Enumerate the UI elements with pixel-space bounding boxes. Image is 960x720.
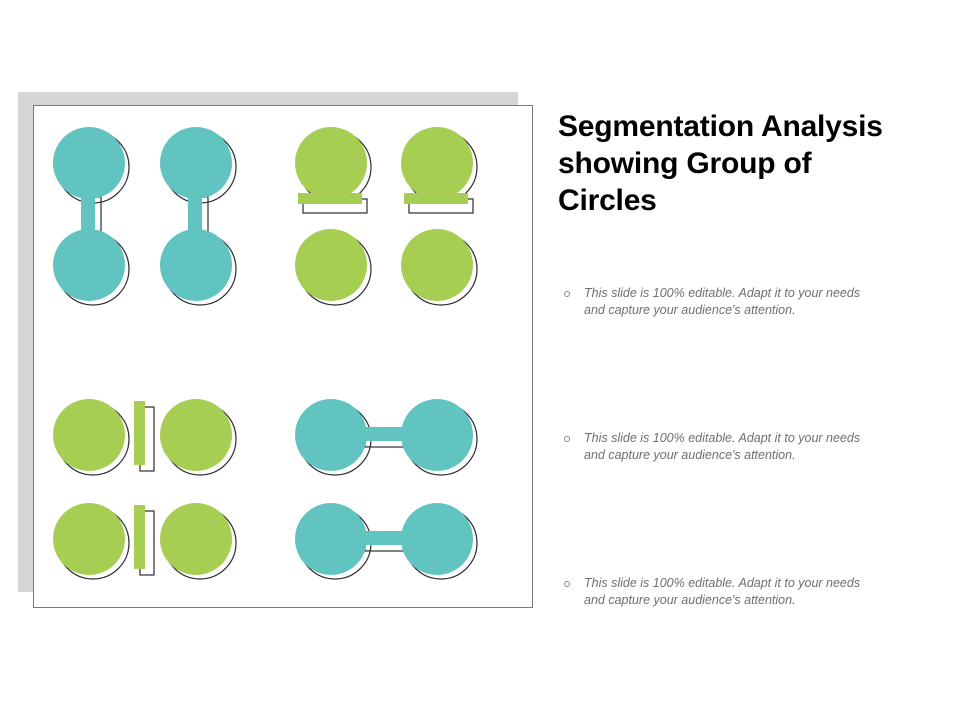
teal-dumbbell-horizontal-2[interactable] (295, 503, 478, 580)
group-of-circles-diagram (53, 127, 478, 580)
green-circle-bar-unit-1[interactable] (295, 127, 372, 306)
list-item: This slide is 100% editable. Adapt it to… (558, 575, 930, 609)
bottom-left-group (53, 399, 237, 580)
green-circle-bar-unit-2[interactable] (401, 127, 478, 306)
top-right-group (295, 127, 478, 306)
bullet-text: This slide is 100% editable. Adapt it to… (584, 286, 861, 317)
circle-bullet-icon (564, 291, 570, 297)
circle-bullet-icon (564, 436, 570, 442)
bullet-text: This slide is 100% editable. Adapt it to… (584, 431, 861, 462)
diagram-panel (18, 92, 538, 620)
bullet-list: This slide is 100% editable. Adapt it to… (558, 285, 930, 609)
teal-dumbbell-horizontal-1[interactable] (295, 399, 478, 476)
teal-dumbbell-vertical-1[interactable] (53, 127, 130, 306)
bullet-text: This slide is 100% editable. Adapt it to… (584, 576, 861, 607)
circle-bullet-icon (564, 581, 570, 587)
list-item: This slide is 100% editable. Adapt it to… (558, 430, 930, 464)
green-circle-vbar-unit-1[interactable] (53, 399, 237, 476)
bottom-right-group (295, 399, 478, 580)
content-column: Segmentation Analysis showing Group of C… (558, 108, 930, 607)
teal-dumbbell-vertical-2[interactable] (160, 127, 237, 306)
page-title: Segmentation Analysis showing Group of C… (558, 110, 883, 217)
top-left-group (53, 127, 237, 306)
list-item: This slide is 100% editable. Adapt it to… (558, 285, 930, 319)
green-circle-vbar-unit-2[interactable] (53, 503, 237, 580)
